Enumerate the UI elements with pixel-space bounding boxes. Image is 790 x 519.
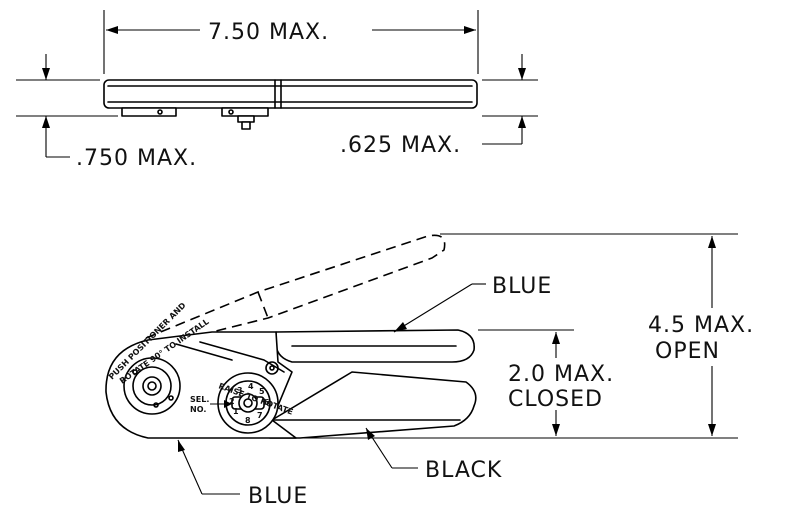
open-dim-line1: 4.5 MAX. (648, 313, 754, 338)
no-label: NO. (190, 405, 206, 414)
length-dimension-line (106, 26, 476, 34)
height-side-dimension (16, 54, 118, 158)
svg-text:1: 1 (233, 407, 239, 416)
height-side-label: .750 MAX. (76, 146, 197, 171)
frame-callout: BLUE (248, 484, 308, 509)
lower-handle-callout: BLACK (425, 458, 502, 483)
height-handle-label: .625 MAX. (340, 133, 461, 158)
top-view: 7.50 MAX. .750 MAX. (16, 10, 538, 171)
upper-handle-leader (393, 283, 486, 333)
side-view: PUSH POSITIONER AND ROTATE 90° TO INSTAL… (105, 233, 754, 509)
closed-dimension (478, 329, 574, 436)
tool-top-view-body (103, 79, 478, 130)
closed-dim-line1: 2.0 MAX. (508, 362, 614, 387)
svg-text:4: 4 (248, 382, 254, 391)
lower-handle (269, 371, 477, 439)
lower-handle-leader (365, 427, 418, 469)
dial-numbers: 1 2 3 4 5 6 7 8 (229, 382, 270, 425)
svg-text:2: 2 (229, 397, 235, 406)
closed-dim-line2: CLOSED (508, 387, 603, 412)
sel-label: SEL. (190, 395, 209, 404)
frame-leader (177, 439, 240, 495)
open-handle-phantom (145, 234, 446, 339)
height-handle-dimension (482, 54, 538, 145)
length-dimension-label: 7.50 MAX. (208, 20, 329, 45)
upper-handle-callout: BLUE (492, 274, 552, 299)
svg-text:8: 8 (245, 416, 251, 425)
svg-text:5: 5 (259, 387, 265, 396)
svg-text:6: 6 (264, 398, 270, 407)
svg-text:3: 3 (237, 386, 243, 395)
positioner-disc (123, 357, 181, 415)
svg-text:7: 7 (257, 411, 263, 420)
open-dim-line2: OPEN (655, 339, 720, 364)
